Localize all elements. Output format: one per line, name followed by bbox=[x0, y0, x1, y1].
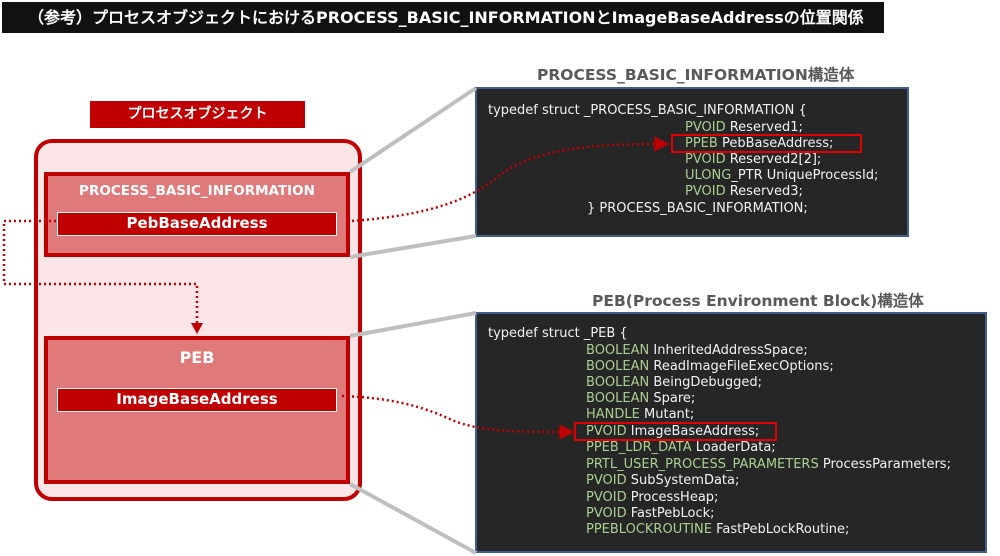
page-title: （参考）プロセスオブジェクトにおけるPROCESS_BASIC_INFORMAT… bbox=[2, 2, 884, 33]
code-line: PVOID ImageBaseAddress; bbox=[586, 424, 760, 439]
peb-box: PEB ImageBaseAddress bbox=[44, 336, 350, 484]
code-line: PVOID Reserved1; bbox=[685, 120, 803, 135]
code-line: } PROCESS_BASIC_INFORMATION; bbox=[587, 201, 808, 216]
dotted-arrow-pebbaseaddress bbox=[351, 136, 670, 223]
code-line: HANDLE Mutant; bbox=[586, 407, 695, 422]
code-line: PRTL_USER_PROCESS_PARAMETERS ProcessPara… bbox=[586, 457, 951, 472]
code-line: BOOLEAN InheritedAddressSpace; bbox=[586, 343, 808, 358]
image-base-address-field: ImageBaseAddress bbox=[57, 388, 337, 412]
peb-box-title: PEB bbox=[179, 348, 215, 367]
dotted-arrow-imagebaseaddress bbox=[341, 394, 575, 440]
code-line: BOOLEAN BeingDebugged; bbox=[586, 375, 763, 390]
process-basic-information-box: PROCESS_BASIC_INFORMATION PebBaseAddress bbox=[44, 172, 350, 257]
code-line: ULONG_PTR UniqueProcessId; bbox=[685, 168, 879, 183]
code-line: typedef struct _PEB { bbox=[488, 326, 628, 341]
code-line: PVOID Reserved2[2]; bbox=[685, 152, 822, 167]
zoom-line bbox=[348, 86, 478, 174]
code-line: PVOID FastPebLock; bbox=[586, 506, 715, 521]
peb-base-address-field: PebBaseAddress bbox=[57, 212, 337, 236]
code-line: PPEB PebBaseAddress; bbox=[685, 136, 834, 151]
pbi-code-panel: typedef struct _PROCESS_BASIC_INFORMATIO… bbox=[475, 87, 909, 237]
code-line: PPEBLOCKROUTINE FastPebLockRoutine; bbox=[586, 522, 850, 537]
zoom-line bbox=[349, 311, 477, 338]
image-base-address-highlight bbox=[574, 422, 777, 441]
peb-struct-title: PEB(Process Environment Block)構造体 bbox=[592, 292, 924, 310]
zoom-line bbox=[349, 234, 477, 259]
code-line: PVOID SubSystemData; bbox=[586, 473, 740, 488]
code-line: BOOLEAN ReadImageFileExecOptions; bbox=[586, 359, 834, 374]
peb-base-address-highlight bbox=[671, 134, 862, 153]
code-line: PVOID ProcessHeap; bbox=[586, 490, 719, 505]
code-line: PVOID Reserved3; bbox=[685, 184, 803, 199]
pbi-struct-title: PROCESS_BASIC_INFORMATION構造体 bbox=[537, 66, 855, 84]
code-line: BOOLEAN Spare; bbox=[586, 391, 696, 406]
code-line: typedef struct _PROCESS_BASIC_INFORMATIO… bbox=[488, 103, 807, 118]
code-line: PPEB_LDR_DATA LoaderData; bbox=[586, 440, 776, 455]
peb-code-panel: typedef struct _PEB { BOOLEAN InheritedA… bbox=[475, 312, 987, 553]
pbi-box-title: PROCESS_BASIC_INFORMATION bbox=[79, 183, 315, 199]
dotted-loop-to-peb bbox=[2, 219, 199, 326]
zoom-line bbox=[349, 482, 477, 555]
arrowhead-down bbox=[191, 323, 203, 334]
process-object-label: プロセスオブジェクト bbox=[90, 101, 305, 128]
